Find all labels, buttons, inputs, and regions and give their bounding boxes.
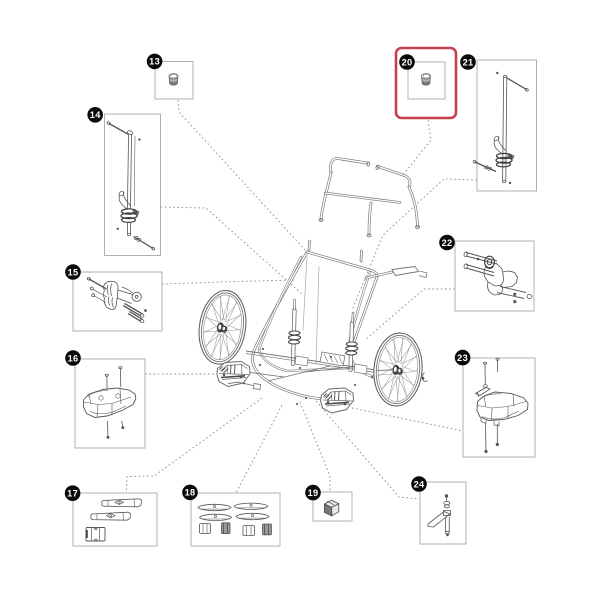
svg-text:24: 24: [414, 479, 425, 489]
svg-text:17: 17: [67, 489, 78, 499]
svg-text:19: 19: [308, 488, 319, 498]
svg-text:13: 13: [149, 57, 160, 67]
svg-text:15: 15: [68, 267, 79, 277]
svg-text:23: 23: [457, 353, 468, 363]
svg-text:14: 14: [90, 110, 101, 120]
svg-text:16: 16: [68, 353, 79, 363]
svg-text:18: 18: [185, 488, 196, 498]
svg-text:22: 22: [442, 238, 453, 248]
svg-text:21: 21: [463, 57, 474, 67]
svg-text:20: 20: [402, 57, 413, 67]
